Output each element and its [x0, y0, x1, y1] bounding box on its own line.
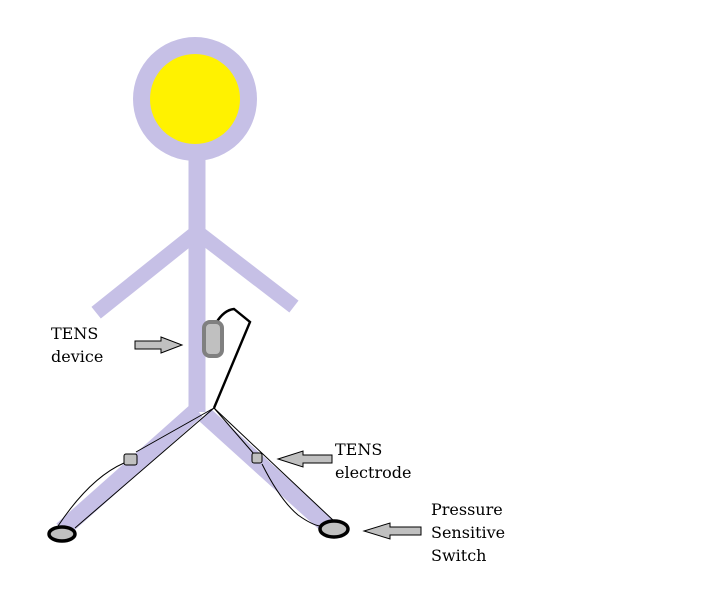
left-leg: [56, 403, 203, 537]
right-leg: [199, 408, 336, 535]
left-arm: [91, 221, 208, 319]
tens-device-arrow-icon: [134, 336, 184, 354]
right-wire-outer: [213, 407, 336, 523]
head-face: [150, 54, 240, 144]
pressure-switch-label-line3: Switch: [431, 546, 486, 565]
tens-electrode-arrow-icon: [276, 450, 333, 468]
left-wire-inner: [74, 407, 215, 529]
tens-device-label-line2: device: [51, 347, 103, 366]
tens-electrode-label: TENS electrode: [335, 440, 411, 482]
pressure-switch-label-line1: Pressure: [431, 500, 503, 519]
pressure-switch-label-line2: Sensitive: [431, 523, 505, 542]
right-electrode[interactable]: [251, 452, 263, 464]
pressure-switch-arrow-icon: [362, 522, 422, 540]
tens-electrode-label-line2: electrode: [335, 463, 411, 482]
pressure-switch-label: Pressure Sensitive Switch: [431, 500, 505, 565]
tens-electrode-label-line1: TENS: [335, 440, 382, 459]
tens-device-label: TENS device: [51, 324, 103, 366]
left-electrode[interactable]: [123, 453, 138, 466]
right-arm: [186, 221, 299, 313]
wires: [57, 307, 336, 529]
tens-device[interactable]: [202, 320, 224, 358]
device-lead-wire: [212, 307, 252, 409]
left-pressure-switch[interactable]: [47, 525, 77, 543]
right-pressure-switch[interactable]: [318, 519, 350, 539]
tens-device-label-line1: TENS: [51, 324, 98, 343]
right-wire-inner: [213, 407, 321, 527]
arrows: [134, 336, 422, 540]
left-wire-outer: [57, 407, 215, 527]
